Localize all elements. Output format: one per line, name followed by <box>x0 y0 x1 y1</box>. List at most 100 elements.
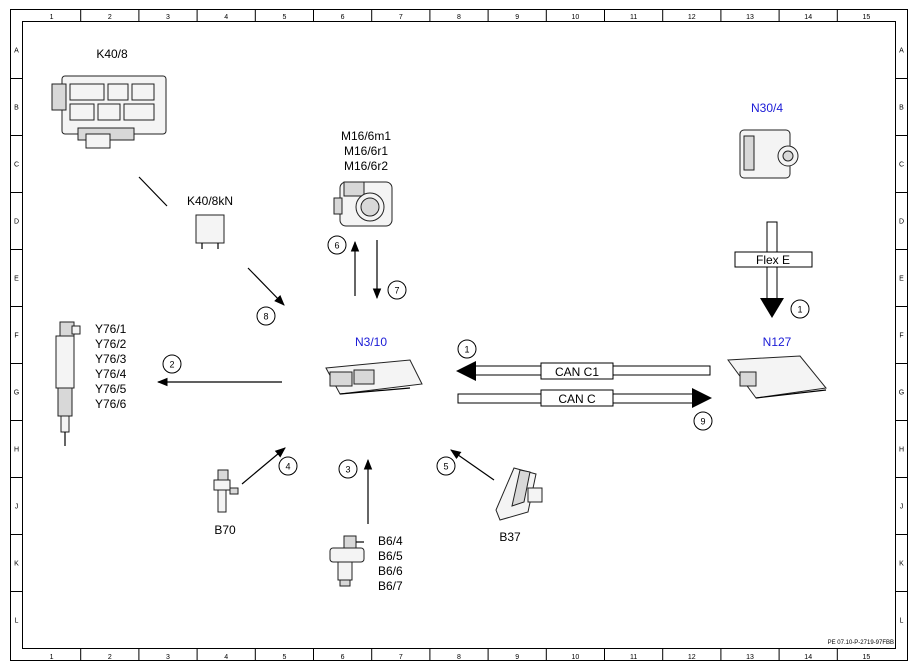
grid-row-A-left: A <box>14 48 19 55</box>
grid-row-H-right: H <box>899 447 904 454</box>
grid-col-14-top: 14 <box>804 14 812 21</box>
grid-row-F-right: F <box>899 333 903 340</box>
camshaft-sensor-icon <box>329 535 365 587</box>
grid-col-1-top: 1 <box>50 14 54 21</box>
n3-10-label: N3/10 <box>355 335 387 349</box>
k40-8kn-relay-icon <box>195 214 225 249</box>
grid-row-C-right: C <box>899 162 904 169</box>
grid-col-5-top: 5 <box>282 14 286 21</box>
callout-3: 3 <box>338 459 358 479</box>
grid-col-13-bottom: 13 <box>746 654 754 661</box>
callout-9: 9 <box>693 411 713 431</box>
grid-row-C-left: C <box>14 162 19 169</box>
grid-col-10-top: 10 <box>572 14 580 21</box>
y76-6-label: Y76/6 <box>95 397 127 411</box>
engine-control-unit-icon <box>325 359 423 395</box>
grid-col-9-top: 9 <box>515 14 519 21</box>
svg-text:5: 5 <box>443 462 448 472</box>
k40-8kn-label: K40/8kN <box>187 194 233 208</box>
y76-4-label: Y76/4 <box>95 367 127 381</box>
grid-row-B-right: B <box>899 105 904 112</box>
grid-col-2-bottom: 2 <box>108 654 112 661</box>
svg-text:8: 8 <box>263 312 268 322</box>
svg-text:7: 7 <box>394 286 399 296</box>
grid-row-J-left: J <box>15 504 19 511</box>
grid-row-B-left: B <box>14 105 19 112</box>
grid-col-3-top: 3 <box>166 14 170 21</box>
grid-row-K-left: K <box>14 561 19 568</box>
b6-7-label: B6/7 <box>378 579 403 593</box>
callout-1-flex-e: 1 <box>790 299 810 319</box>
b37-label: B37 <box>499 530 521 544</box>
arrow-5-b37-to-ecu <box>450 449 495 481</box>
callout-4: 4 <box>278 456 298 476</box>
n127-label: N127 <box>763 335 792 349</box>
svg-text:4: 4 <box>285 462 290 472</box>
svg-text:2: 2 <box>169 360 174 370</box>
grid-col-12-bottom: 12 <box>688 654 696 661</box>
arrow-4-b70-to-ecu <box>241 447 286 485</box>
document-reference: PE 07.10-P-2719-97FBB <box>828 640 894 646</box>
crankshaft-sensor-icon <box>213 469 239 513</box>
b6-4-label: B6/4 <box>378 534 403 548</box>
svg-text:6: 6 <box>334 241 339 251</box>
grid-col-8-top: 8 <box>457 14 461 21</box>
svg-text:1: 1 <box>797 305 802 315</box>
grid-row-D-right: D <box>899 219 904 226</box>
callout-7: 7 <box>387 280 407 300</box>
callout-8: 8 <box>256 306 276 326</box>
n30-4-label: N30/4 <box>751 101 783 115</box>
svg-text:9: 9 <box>700 417 705 427</box>
svg-text:3: 3 <box>345 465 350 475</box>
k40-8-to-relay-line <box>138 176 168 207</box>
fuel-injector-icon <box>55 321 81 446</box>
grid-row-L-left: L <box>15 618 19 625</box>
can-c1-bus <box>456 361 711 381</box>
callout-5: 5 <box>436 456 456 476</box>
grid-row-E-left: E <box>14 276 19 283</box>
grid-col-4-bottom: 4 <box>224 654 228 661</box>
grid-row-H-left: H <box>14 447 19 454</box>
grid-col-15-bottom: 15 <box>863 654 871 661</box>
y76-2-label: Y76/2 <box>95 337 127 351</box>
b6-6-label: B6/6 <box>378 564 403 578</box>
grid-col-14-bottom: 14 <box>804 654 812 661</box>
callout-6: 6 <box>327 235 347 255</box>
grid-col-6-bottom: 6 <box>341 654 345 661</box>
grid-col-2-top: 2 <box>108 14 112 21</box>
m16-6r1-label: M16/6r1 <box>344 144 388 158</box>
grid-row-J-right: J <box>900 504 904 511</box>
grid-row-D-left: D <box>14 219 19 226</box>
arrow-8-relay-to-ecu <box>247 267 285 306</box>
can-c-label: CAN C <box>558 392 596 406</box>
k40-8-label: K40/8 <box>96 47 128 61</box>
flex-e-bus <box>734 221 813 318</box>
grid-row-F-left: F <box>14 333 18 340</box>
grid-col-12-top: 12 <box>688 14 696 21</box>
flex-e-label: Flex E <box>756 253 790 267</box>
grid-col-11-bottom: 11 <box>630 654 637 661</box>
callout-1-can-c1: 1 <box>457 339 477 359</box>
grid-col-7-top: 7 <box>399 14 403 21</box>
grid-col-1-bottom: 1 <box>50 654 54 661</box>
can-c-bus <box>457 388 712 408</box>
grid-row-G-right: G <box>899 390 904 397</box>
esp-control-unit-icon <box>739 129 799 179</box>
grid-col-15-top: 15 <box>863 14 871 21</box>
grid-col-4-top: 4 <box>224 14 228 21</box>
grid-row-E-right: E <box>899 276 904 283</box>
grid-row-A-right: A <box>899 48 904 55</box>
b6-5-label: B6/5 <box>378 549 403 563</box>
y76-5-label: Y76/5 <box>95 382 127 396</box>
callout-2: 2 <box>162 354 182 374</box>
m16-6r2-label: M16/6r2 <box>344 159 388 173</box>
can-c1-label: CAN C1 <box>555 365 599 379</box>
grid-row-G-left: G <box>14 390 19 397</box>
svg-text:1: 1 <box>464 345 469 355</box>
grid-columns: 1122334455667788991010111112121313141415… <box>50 9 871 661</box>
grid-col-9-bottom: 9 <box>515 654 519 661</box>
grid-col-11-top: 11 <box>630 14 637 21</box>
grid-col-13-top: 13 <box>746 14 754 21</box>
accelerator-pedal-sensor-icon <box>495 467 543 521</box>
